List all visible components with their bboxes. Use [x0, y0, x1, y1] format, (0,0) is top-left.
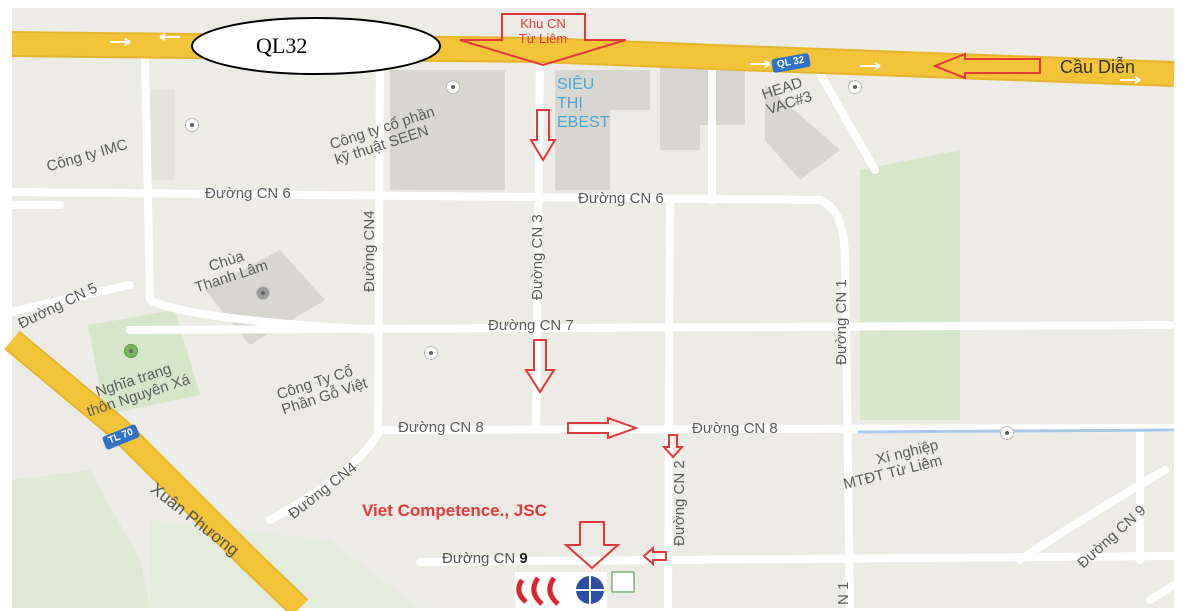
park-right: [860, 150, 960, 420]
block-misc: [150, 90, 175, 180]
road-label-cau-dien: Cầu Diễn: [1060, 57, 1136, 77]
block-seen: [390, 70, 505, 190]
title-ellipse: [191, 17, 441, 75]
minor-roads: [8, 51, 1178, 611]
road-label-cn1-bottom: N 1: [835, 581, 852, 605]
road-label-cn8-right: Đường CN 8: [692, 420, 778, 437]
khu-cn-marker: [459, 13, 627, 67]
arrow-down-company: [563, 521, 621, 570]
poi-xi-nghiep-icon[interactable]: [1000, 426, 1014, 440]
poi-seen-icon[interactable]: [446, 80, 460, 94]
poi-head-icon[interactable]: [848, 80, 862, 94]
road-label-cn8-left: Đường CN 8: [398, 419, 484, 436]
arrow-down-1: [529, 109, 557, 162]
road-label-cn9-prefix: Đường CN: [442, 550, 520, 567]
poi-chua-icon[interactable]: [256, 286, 270, 300]
street-xi-nghiep: [857, 428, 1175, 434]
arrow-down-2: [524, 339, 556, 394]
road-label-cn1: Đường CN 1: [833, 279, 850, 365]
park-nghia-trang: [88, 310, 200, 415]
map-title: QL32: [256, 33, 308, 58]
road-label-cn9-num: 9: [519, 550, 528, 567]
road-label-cn3: Đường CN 3: [529, 214, 546, 300]
block-head: [660, 60, 745, 150]
road-label-cn4-vertical: Đường CN4: [361, 210, 378, 292]
road-label-cn2: Đường CN 2: [671, 460, 688, 546]
road-label-cn6-right: Đường CN 6: [578, 190, 664, 207]
arrow-down-cn2: [661, 434, 685, 459]
block-ebest: [555, 70, 650, 190]
park-bottom-left: [12, 470, 150, 608]
arrow-left-small: [642, 545, 667, 567]
poi-nghia-trang-icon[interactable]: [124, 344, 138, 358]
company-label: Viet Competence., JSC: [362, 501, 547, 520]
khu-cn-label: Khu CN Từ Liêm: [518, 16, 568, 46]
lane-arrows: [110, 33, 1141, 84]
road-label-cn7: Đường CN 7: [488, 317, 574, 334]
arrow-right-cn8: [567, 416, 639, 440]
road-label-cn6-left: Đường CN 6: [205, 185, 291, 202]
arrow-ql32-left: [932, 52, 1041, 80]
road-tl70-fill: [5, 332, 307, 611]
poi-go-viet-icon[interactable]: [424, 346, 438, 360]
company-logo: [515, 571, 635, 608]
road-label-cn9: Đường CN 9: [442, 551, 528, 566]
route-arrows: [459, 13, 1041, 570]
poi-imc-icon[interactable]: [185, 118, 199, 132]
place-sieu-thi-ebest: SIÊU THỊ EBEST: [557, 76, 610, 131]
block-vac: [765, 85, 840, 180]
